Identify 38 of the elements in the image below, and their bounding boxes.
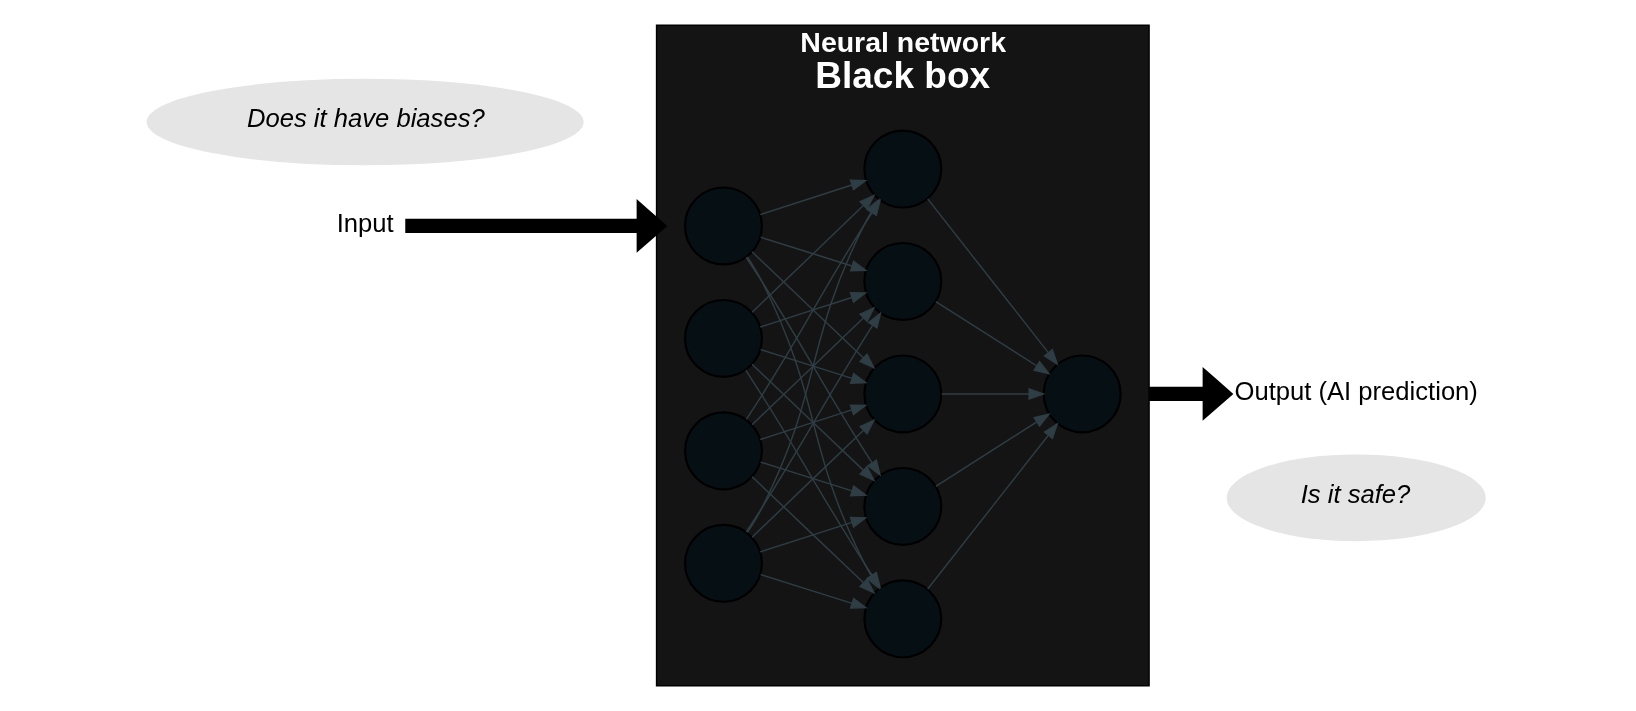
arrow	[934, 413, 1051, 487]
cluster: Neural network Black box	[655, 24, 1150, 687]
arrow	[745, 311, 882, 533]
arrow	[1148, 367, 1233, 421]
node-circle	[683, 298, 763, 378]
node-circle	[1042, 354, 1122, 434]
arrow	[750, 363, 875, 482]
arrow	[759, 291, 868, 328]
node-circle	[683, 411, 763, 491]
node-circle	[862, 129, 942, 209]
node-circle	[862, 466, 942, 546]
node-text: Input	[336, 209, 394, 238]
node-ellipse: Is it safe?	[1226, 454, 1486, 542]
arrow	[750, 476, 875, 595]
node-circle	[862, 241, 942, 321]
arrow	[940, 387, 1046, 400]
arrow	[934, 300, 1051, 375]
arrow	[759, 461, 868, 497]
arrow	[926, 198, 1059, 366]
arrow	[759, 179, 868, 216]
arrow	[404, 199, 667, 253]
arrow	[759, 573, 868, 609]
node-text: Output (AI prediction)	[1234, 377, 1478, 406]
arrow	[759, 404, 868, 441]
node-circle	[862, 354, 942, 434]
arrow	[759, 516, 868, 553]
node-circle	[683, 186, 763, 266]
arrow	[926, 422, 1059, 590]
arrow	[759, 236, 868, 272]
arrow	[745, 256, 881, 477]
node-ellipse: Does it have biases?	[146, 78, 584, 166]
node-circle	[862, 579, 942, 659]
node-circle	[683, 523, 763, 603]
arrow	[750, 418, 875, 538]
arrow	[750, 251, 875, 370]
arrow	[750, 193, 875, 314]
arrow	[750, 306, 875, 426]
arrow	[759, 348, 868, 384]
